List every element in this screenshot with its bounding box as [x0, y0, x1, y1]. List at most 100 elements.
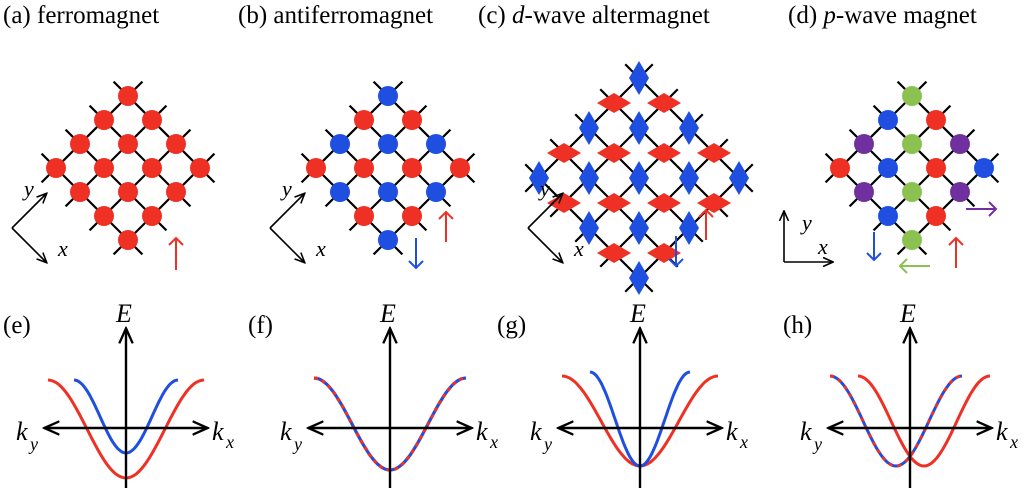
ky-label: k: [800, 417, 812, 446]
rhombus-site: [579, 111, 599, 145]
y-axis-label: y: [800, 210, 812, 235]
atom: [70, 182, 90, 202]
atom: [190, 158, 210, 178]
atom: [166, 182, 186, 202]
atom: [330, 134, 350, 154]
atom: [118, 86, 138, 106]
rhombus-site: [629, 61, 649, 95]
atom: [950, 182, 970, 202]
lattice-antiferromagnet: xy: [269, 80, 476, 270]
lattice-ferromagnet: xy: [11, 80, 216, 270]
atom: [902, 86, 922, 106]
rhombus-site: [597, 93, 631, 113]
spin-arrow-head: [948, 236, 964, 246]
atom: [878, 110, 898, 130]
atom: [354, 206, 374, 226]
atom: [426, 134, 446, 154]
atom: [926, 110, 946, 130]
x-axis-label: x: [315, 236, 326, 261]
atom: [94, 110, 114, 130]
spin-arrow-head: [438, 210, 454, 220]
spin-arrow-head: [898, 258, 908, 274]
spin-arrow-head: [168, 236, 184, 246]
rhombus-site: [597, 193, 631, 213]
panel-c-title: (c) d-wave altermagnet: [478, 2, 710, 29]
rhombus-site: [729, 161, 749, 195]
atom: [46, 158, 66, 178]
ky-subscript: y: [28, 434, 38, 454]
rhombus-site: [529, 161, 549, 195]
rhombus-site: [647, 93, 681, 113]
x-axis-label: x: [573, 236, 584, 261]
atom: [450, 158, 470, 178]
energy-label: E: [899, 299, 916, 328]
atom: [142, 206, 162, 226]
lattice-p-wave-magnet: xy: [784, 80, 1000, 274]
kx-label: k: [212, 417, 224, 446]
ky-subscript: y: [292, 434, 302, 454]
atom: [118, 134, 138, 154]
rhombus-site: [597, 243, 631, 263]
atom: [854, 182, 874, 202]
rhombus-site: [579, 211, 599, 245]
atom: [378, 86, 398, 106]
atom: [950, 134, 970, 154]
rhombus-site: [697, 193, 731, 213]
x-axis-arrow: [269, 227, 304, 262]
atom: [902, 182, 922, 202]
atom: [426, 182, 446, 202]
energy-label: E: [115, 299, 132, 328]
kx-label: k: [476, 417, 488, 446]
rhombus-site: [647, 193, 681, 213]
y-axis-label: y: [538, 176, 550, 201]
atom: [94, 158, 114, 178]
atom: [306, 158, 326, 178]
atom: [378, 134, 398, 154]
panel-e-label: (e): [3, 312, 31, 339]
kx-subscript: x: [1009, 432, 1018, 452]
ky-label: k: [280, 417, 292, 446]
x-axis-label: x: [817, 234, 828, 259]
atom: [902, 230, 922, 250]
x-axis-arrow: [11, 227, 46, 262]
y-axis-label: y: [22, 176, 34, 201]
atom: [902, 134, 922, 154]
rhombus-site: [647, 243, 681, 263]
atom: [402, 110, 422, 130]
ky-label: k: [16, 417, 28, 446]
y-axis-arrow: [11, 194, 46, 229]
rhombus-site: [629, 111, 649, 145]
atom: [378, 230, 398, 250]
atom: [974, 158, 994, 178]
spin-arrow-head: [698, 208, 714, 218]
atom: [142, 110, 162, 130]
kx-label: k: [996, 417, 1008, 446]
kx-subscript: x: [489, 432, 498, 452]
y-axis-label: y: [280, 176, 292, 201]
atom: [354, 110, 374, 130]
ky-subscript: y: [812, 434, 822, 454]
y-axis-arrow: [269, 194, 304, 229]
atom: [378, 182, 398, 202]
rhombus-site: [629, 211, 649, 245]
kx-subscript: x: [225, 432, 234, 452]
atom: [926, 158, 946, 178]
atom: [402, 206, 422, 226]
rhombus-site: [679, 211, 699, 245]
spin-arrow-head: [408, 260, 424, 270]
rhombus-site: [679, 161, 699, 195]
atom: [926, 206, 946, 226]
atom: [830, 158, 850, 178]
energy-label: E: [629, 299, 646, 328]
atom: [330, 182, 350, 202]
atom: [166, 134, 186, 154]
rhombus-site: [629, 261, 649, 295]
y-axis-arrow: [527, 194, 562, 229]
atom: [142, 158, 162, 178]
atom: [354, 158, 374, 178]
rhombus-site: [597, 143, 631, 163]
atom: [402, 158, 422, 178]
